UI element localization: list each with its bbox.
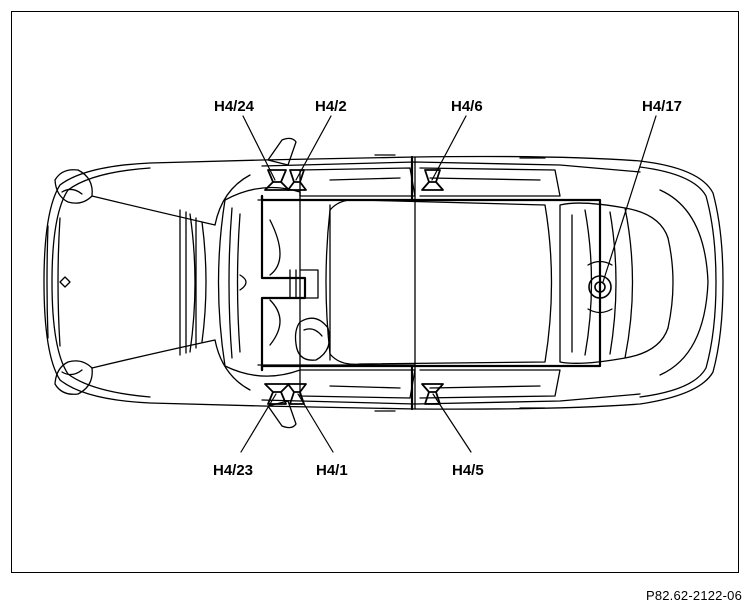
car-body-outline (43, 155, 724, 410)
side-mirrors (267, 137, 297, 429)
door-speakers (264, 169, 444, 405)
hood (59, 174, 251, 391)
label-h4-5: H4/5 (452, 462, 484, 479)
rear-speaker-h4-17 (587, 260, 613, 314)
label-h4-2: H4/2 (315, 98, 347, 115)
windshield (217, 186, 301, 377)
figure-reference-code: P82.62-2122-06 (645, 588, 742, 603)
leader-lines (240, 115, 657, 453)
doors (299, 154, 561, 412)
interior (239, 194, 416, 372)
label-h4-23: H4/23 (213, 462, 253, 479)
label-h4-17: H4/17 (642, 98, 682, 115)
label-h4-1: H4/1 (316, 462, 348, 479)
callout-labels: H4/24 H4/2 H4/6 H4/17 H4/23 H4/1 H4/5 (213, 98, 682, 479)
front-headlights (46, 169, 93, 395)
roof-panel (260, 194, 602, 372)
label-h4-24: H4/24 (214, 98, 255, 115)
label-h4-6: H4/6 (451, 98, 483, 115)
diagram-frame (11, 11, 739, 573)
rear-window (559, 189, 709, 376)
